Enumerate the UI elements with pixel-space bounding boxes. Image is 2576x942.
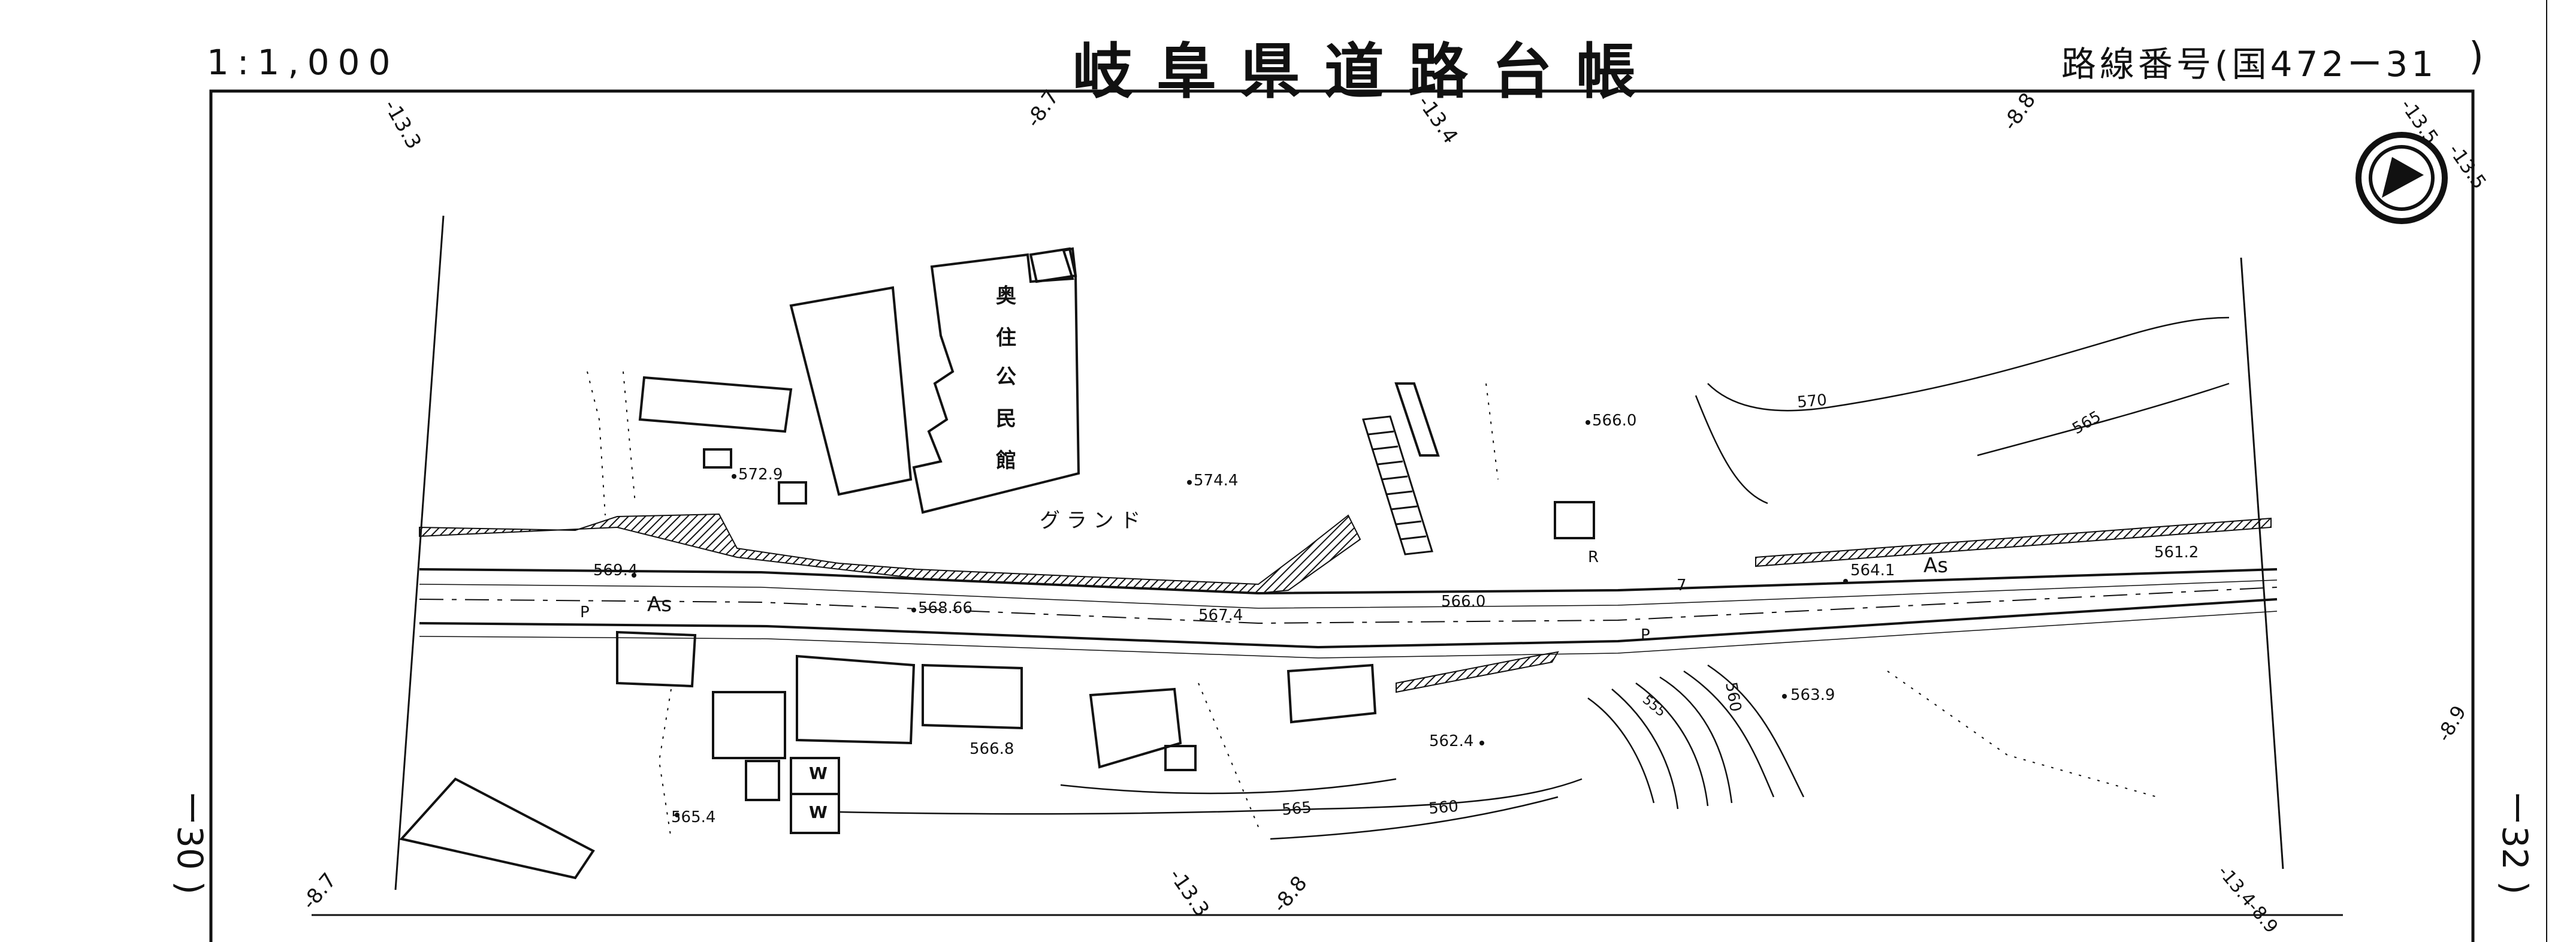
elevation-569-4: 569.4 [593,561,638,579]
elevation-564-1: 564.1 [1850,561,1895,579]
building-name-char-2: 住 [996,326,1016,350]
contour-labels: 570 565 565 560 560 555 [1281,391,2104,819]
building-name-char-5: 館 [996,449,1016,473]
main-road [419,568,2278,659]
contour-label-560-south: 560 [1428,798,1459,818]
building-name-char-4: 民 [996,407,1016,431]
elevation-567-4: 567.4 [1198,606,1243,624]
map-scale: 1:1,000 [207,42,399,83]
map-frame [209,89,2475,942]
contour-lines [838,316,2230,840]
elevation-563-9: 563.9 [1790,686,1835,704]
grid-label-top-4: -8.8 [1998,89,2041,135]
retaining-wall-south [1396,651,1559,693]
adjacent-sheet-left: ー30 ) [170,791,210,895]
route-number: 路線番号(国472ー31 [2061,44,2438,84]
elevation-572-9: 572.9 [738,466,783,484]
building-name: 奥 住 公 民 館 [996,284,1016,473]
grid-label-right-1: -8.9 [2432,702,2471,745]
grid-label-bottom-1: -8.7 [297,868,341,914]
grid-labels: -13.3 -8.7 -13.4 -8.8 -13.5 -13.5 -8.7 -… [297,86,2491,938]
grid-label-bottom-2: -13.3 [1164,864,1214,921]
page-title: 岐阜県道路台帳 [1073,37,1660,107]
building-name-char-1: 奥 [996,284,1016,308]
road-surface-as-1: As [647,593,672,617]
elevation-566-0-road: 566.0 [1441,593,1485,611]
survey-edge-right [2240,257,2284,869]
building-name-char-3: 公 [996,365,1016,389]
map-labels: グ ラ ン ド As As P P R 7 W W [580,509,1948,822]
spot-elevations: 572.9 574.4 566.0 569.4 568.66 567.4 566… [593,412,2198,826]
road-label-p-1: P [580,603,590,621]
elevation-566-0-north: 566.0 [1592,412,1636,430]
grid-label-bottom-4: -13.4-8.9 [2213,862,2282,938]
contour-label-570: 570 [1796,391,1828,412]
road-surface-as-2: As [1923,554,1948,578]
stairway [1362,415,1433,555]
grid-label-bottom-3: -8.8 [1268,871,1312,917]
road-label-p-2: P [1641,626,1650,644]
grid-label-top-3: -13.4 [1413,91,1463,148]
retaining-wall-east [1755,517,2272,567]
grid-label-top-5: -13.5 [2396,95,2443,149]
elevation-565-4: 565.4 [671,808,715,826]
grid-label-top-1: -13.3 [379,96,426,153]
grid-label-top-6: -13.5 [2444,140,2491,194]
north-arrow-icon [2355,132,2448,224]
elevation-574-4: 574.4 [1194,472,1238,490]
elevation-568-66: 568.66 [918,599,973,617]
road-label-r: R [1588,548,1599,566]
elevation-566-8: 566.8 [970,740,1014,758]
contour-label-565-south: 565 [1281,799,1312,819]
buildings [399,247,1595,880]
elevation-562-4: 562.4 [1429,732,1473,750]
retaining-wall-north [419,513,1361,594]
water-label-2: W [809,802,828,822]
route-number-close: ) [2469,35,2484,79]
contour-label-565-east: 565 [2070,407,2104,438]
boundary-lines [587,371,2158,840]
survey-edge-left [394,215,445,890]
adjacent-sheet-right: ー32 ) [2495,791,2535,895]
water-label-1: W [809,763,828,783]
road-label-7: 7 [1677,576,1687,594]
elevation-561-2: 561.2 [2154,544,2198,561]
contour-label-555: 555 [1639,692,1668,720]
ground-label: グ ラ ン ド [1040,509,1140,533]
